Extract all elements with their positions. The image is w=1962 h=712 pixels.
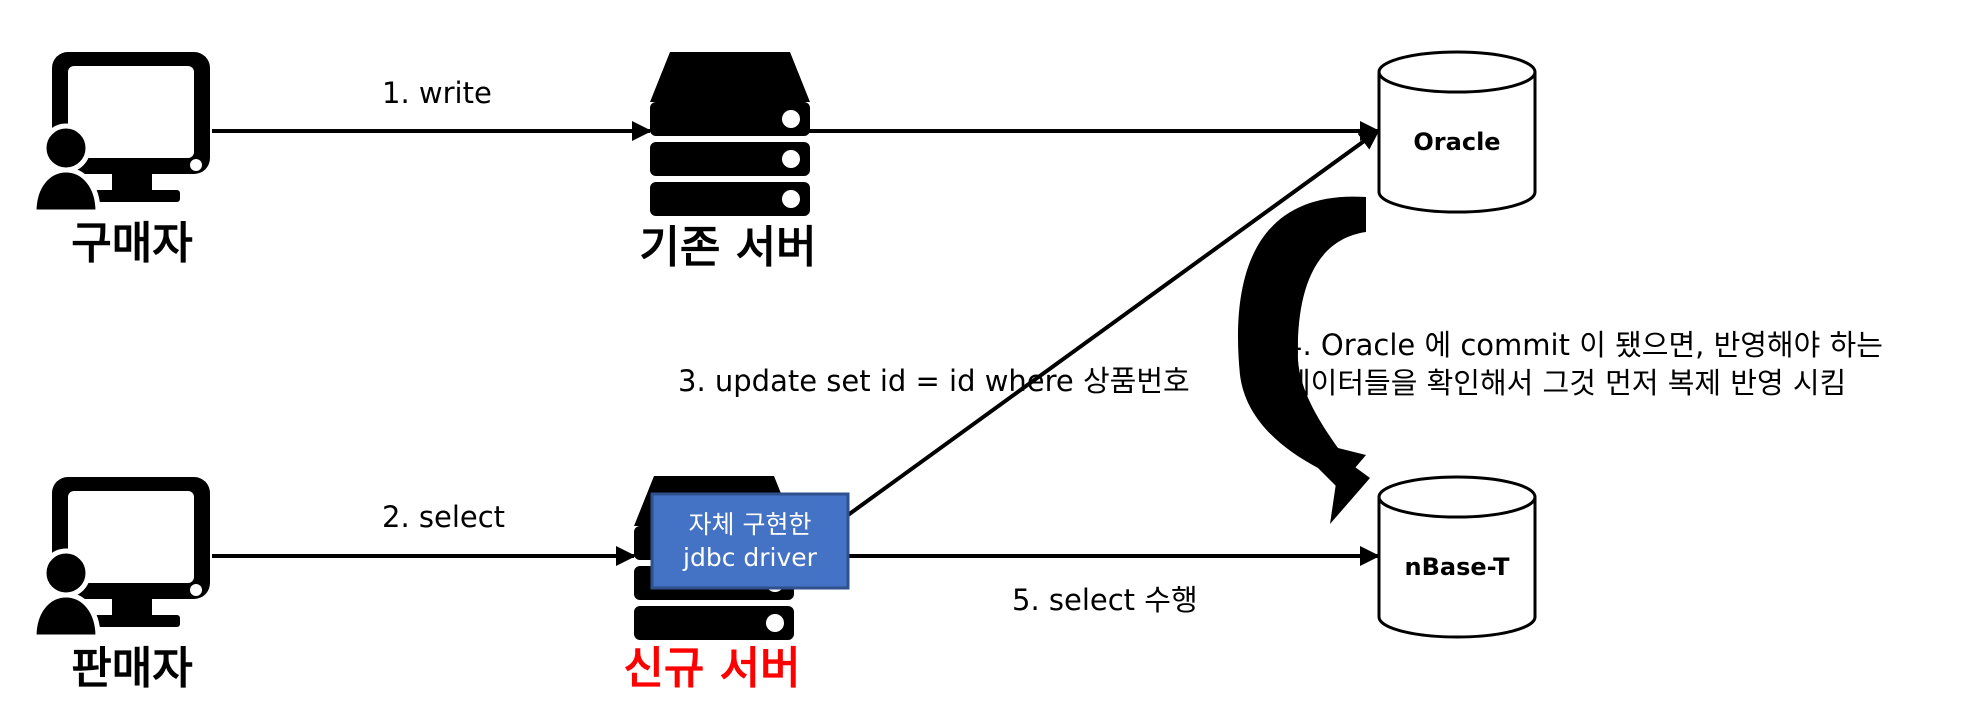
- select-label: 2. select: [382, 500, 505, 534]
- jdbc-driver-label-line1: 자체 구현한: [689, 510, 812, 539]
- legacy-server-icon: [650, 52, 810, 216]
- replicate-label-line1: 4. Oracle 에 commit 이 됐으면, 반영해야 하는: [1284, 328, 1883, 362]
- legacy-server-label: 기존 서버: [639, 222, 816, 273]
- oracle-label: Oracle: [1413, 128, 1500, 156]
- nbase-label: nBase-T: [1405, 553, 1511, 581]
- update-arrow: [846, 129, 1380, 517]
- new-server-label: 신규 서버: [623, 643, 800, 694]
- seller-icon: [34, 477, 210, 637]
- jdbc-driver-box: 자체 구현한 jdbc driver: [650, 492, 850, 590]
- update-label: 3. update set id = id where 상품번호: [678, 364, 1190, 398]
- jdbc-driver-label-line2: jdbc driver: [682, 543, 818, 572]
- replication-arrow: [1237, 196, 1370, 524]
- buyer-label: 구매자: [71, 218, 192, 269]
- seller-label: 판매자: [71, 643, 192, 694]
- select-exec-label: 5. select 수행: [1012, 583, 1198, 617]
- buyer-icon: [34, 52, 210, 212]
- replicate-label-line2: 데이터들을 확인해서 그것 먼저 복제 반영 시킴: [1284, 366, 1846, 400]
- write-label: 1. write: [382, 76, 492, 110]
